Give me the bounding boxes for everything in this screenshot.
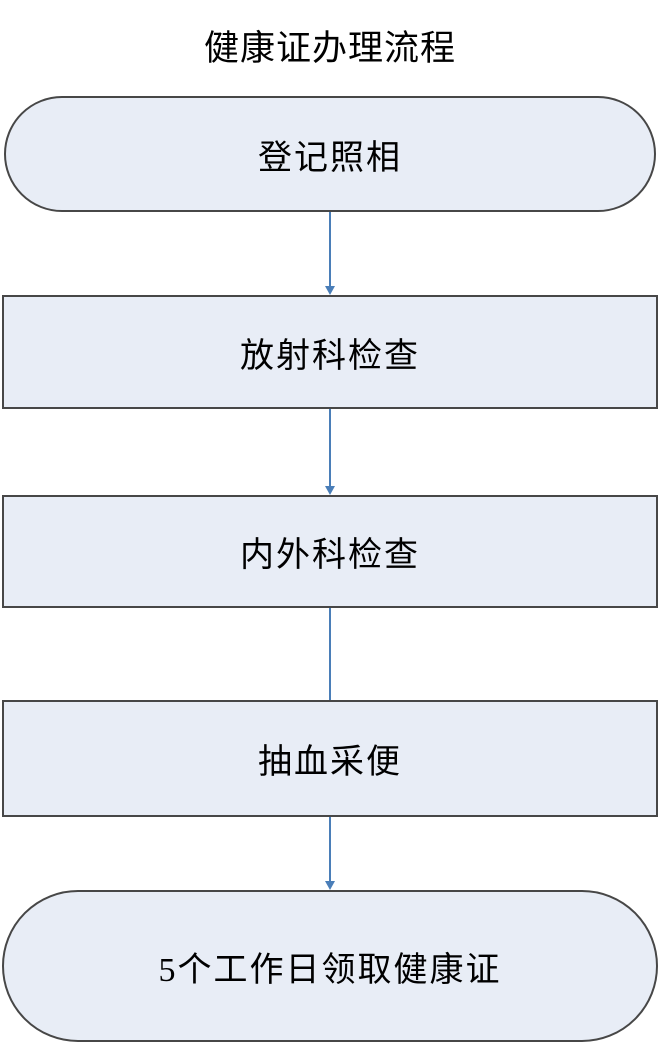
flow-node-internal-surgical-label: 内外科检查 [240, 537, 420, 574]
connector-line [329, 212, 331, 287]
flow-connector-1 [324, 212, 336, 295]
connector-line [329, 608, 331, 700]
connector-line [329, 409, 331, 487]
flow-node-blood-stool: 抽血采便 [2, 700, 658, 817]
flow-node-end: 5个工作日领取健康证 [2, 890, 658, 1042]
arrow-down-icon [325, 486, 335, 495]
flow-connector-2 [324, 409, 336, 495]
flow-node-radiology-label: 放射科检查 [240, 337, 420, 375]
flow-node-end-label: 5个工作日领取健康证 [158, 951, 502, 989]
flow-connector-4 [324, 817, 336, 890]
flow-node-radiology: 放射科检查 [2, 295, 658, 409]
flow-node-internal-surgical: 内外科检查 [2, 495, 658, 608]
flow-node-start-label: 登记照相 [258, 139, 402, 177]
arrow-down-icon [325, 881, 335, 890]
flow-node-blood-stool-label: 抽血采便 [258, 744, 402, 781]
flow-node-start: 登记照相 [4, 96, 656, 212]
arrow-down-icon [325, 286, 335, 295]
page-title: 健康证办理流程 [203, 29, 456, 68]
connector-line [329, 817, 331, 882]
flow-connector-3 [324, 608, 336, 700]
